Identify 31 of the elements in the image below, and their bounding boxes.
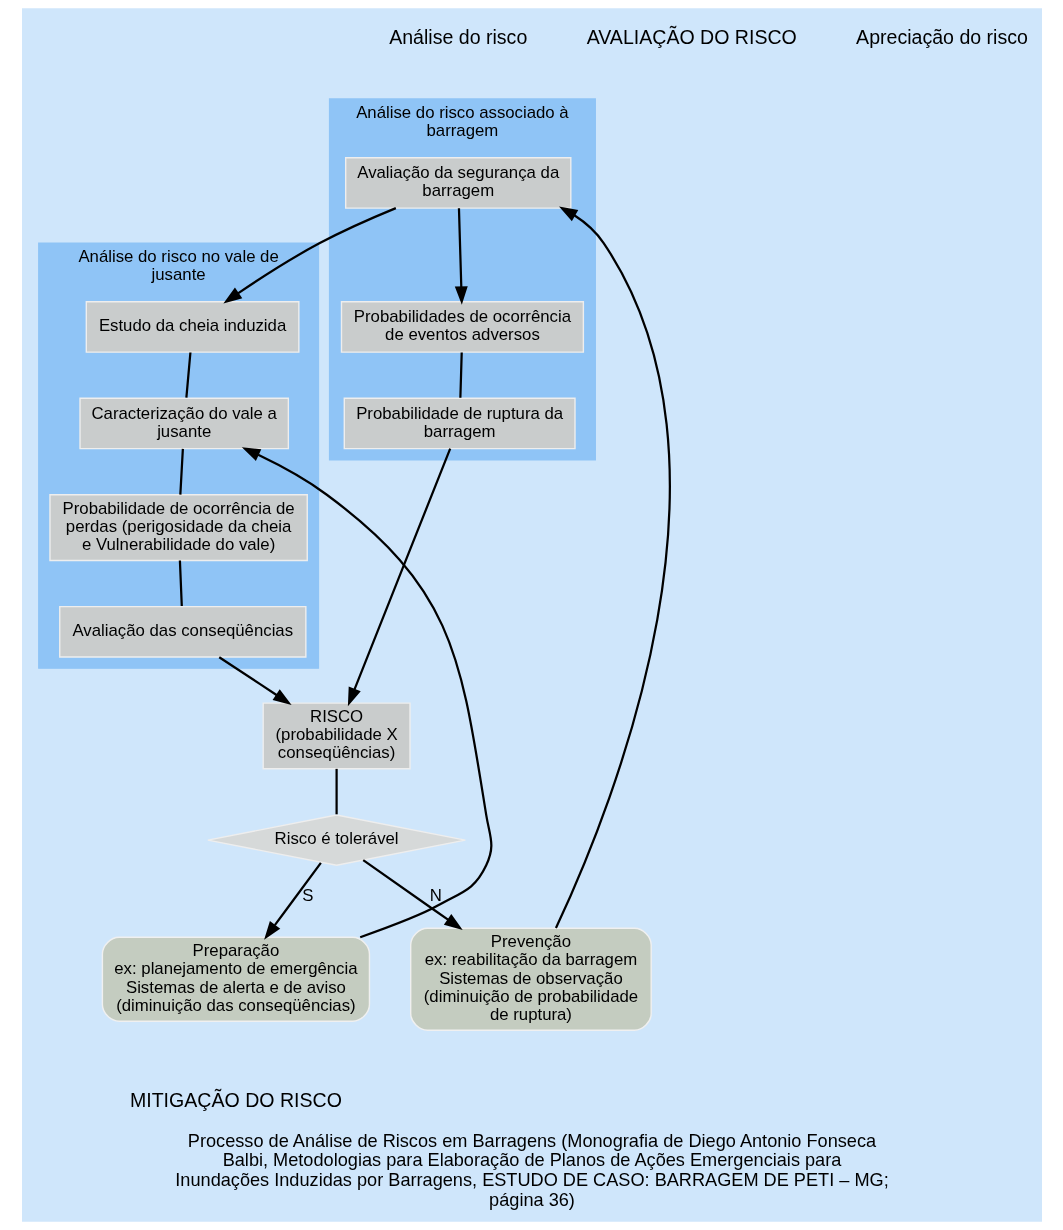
edge-label: S [301, 886, 314, 906]
arrow [554, 206, 671, 929]
connector [178, 448, 184, 495]
connector [458, 352, 463, 398]
node-box: Probabilidades de ocorrência de eventos adversos [340, 301, 584, 353]
connector [335, 768, 338, 815]
caption: Processo de Análise de Riscos em Barragens (Monografia de Diego Antonio Fonseca Balbi, Metodologias para Elaboração de Planos de Ações Emergenciais para Inundações Induzidas por Barragens, ESTUDO DE CASO: BARRAGEM DE PETI – MG; página 36) [174, 1130, 889, 1210]
label: Apreciação do risco [855, 26, 1028, 49]
node-box: Prevenção ex: reabilitação da barragem Sistemas de observação (diminuição de probabilidade de ruptura) [409, 927, 652, 1031]
node-box: Avaliação da segurança da barragem [344, 157, 571, 209]
node-box: Caracterização do vale a jusante [78, 397, 289, 450]
node-box: RISCO (probabilidade X conseqüências) [262, 702, 411, 770]
node-diamond: Risco é tolerável [206, 814, 466, 866]
arrow [347, 448, 451, 707]
node-box: Avaliação das conseqüências [58, 605, 307, 658]
node-box: Probabilidade de ruptura da barragem [343, 397, 576, 450]
arrow [263, 862, 322, 940]
arrow [241, 447, 492, 939]
node-box: Estudo da cheia induzida [85, 301, 300, 353]
node-box: Preparação ex: planejamento de emergência Sistemas de alerta e de aviso (diminuição das conseqüências) [101, 936, 370, 1022]
arrow [454, 208, 468, 305]
label: Análise do risco [388, 26, 527, 49]
connector [184, 352, 192, 398]
arrow [362, 859, 463, 930]
label: AVALIAÇÃO DO RISCO [586, 26, 797, 49]
connector [178, 560, 183, 606]
arrow [222, 207, 396, 304]
node-box: Probabilidade de ocorrência de perdas (perigosidade da cheia e Vulnerabilidade do vale) [48, 494, 308, 562]
label: MITIGAÇÃO DO RISCO [129, 1088, 342, 1111]
edge-label: N [429, 886, 442, 906]
arrow [218, 656, 292, 705]
